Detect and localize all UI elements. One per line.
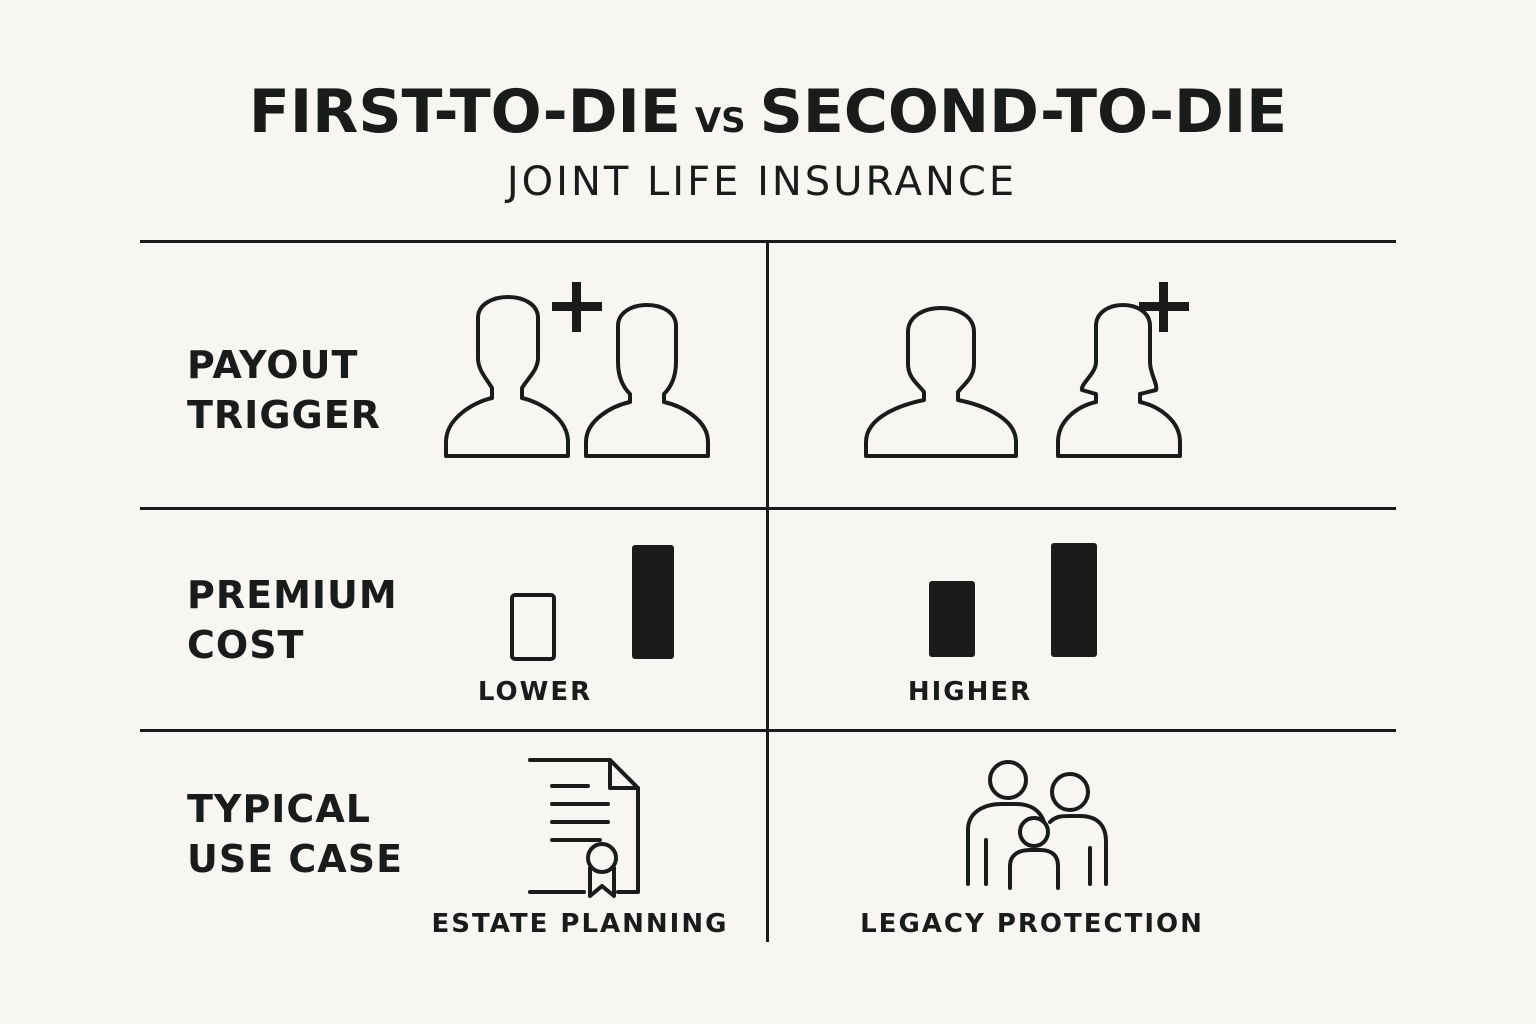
use-case-second-caption: LEGACY PROTECTION [860, 909, 1204, 939]
family-icon [966, 760, 1108, 890]
filled-bar-icon [929, 581, 975, 657]
title-second-to-die: SECOND-TO-DIE [759, 77, 1288, 147]
divider-column [766, 242, 769, 942]
plus-icon [552, 282, 602, 332]
premium-second-to-die-bars [929, 543, 1097, 657]
title-vs: VS [694, 101, 746, 141]
use-case-first-caption: ESTATE PLANNING [431, 909, 729, 939]
premium-first-to-die-bars [510, 545, 674, 661]
plus-icon [1139, 282, 1189, 332]
person-icon [584, 303, 710, 458]
filled-bar-icon [1051, 543, 1097, 657]
row-label-premium-cost: PREMIUM COST [187, 573, 398, 667]
person-icon [1056, 303, 1182, 458]
person-icon [864, 306, 1018, 458]
certificate-document-icon [528, 758, 640, 898]
page-title: FIRST-TO-DIE VS SECOND-TO-DIE [0, 72, 1536, 161]
divider-top [140, 240, 1396, 243]
payout-first-to-die-icons [444, 282, 710, 458]
row-label-payout-trigger: PAYOUT TRIGGER [187, 343, 381, 437]
filled-bar-icon [632, 545, 674, 659]
premium-second-caption: HIGHER [907, 677, 1033, 707]
payout-second-to-die-icons [864, 282, 1189, 458]
page-subtitle: JOINT LIFE INSURANCE [506, 159, 1018, 205]
premium-first-caption: LOWER [477, 677, 593, 707]
outlined-bar-icon [510, 593, 556, 661]
person-icon [444, 295, 570, 458]
row-label-typical-use-case: TYPICAL USE CASE [187, 787, 404, 881]
title-first-to-die: FIRST-TO-DIE [248, 77, 681, 147]
